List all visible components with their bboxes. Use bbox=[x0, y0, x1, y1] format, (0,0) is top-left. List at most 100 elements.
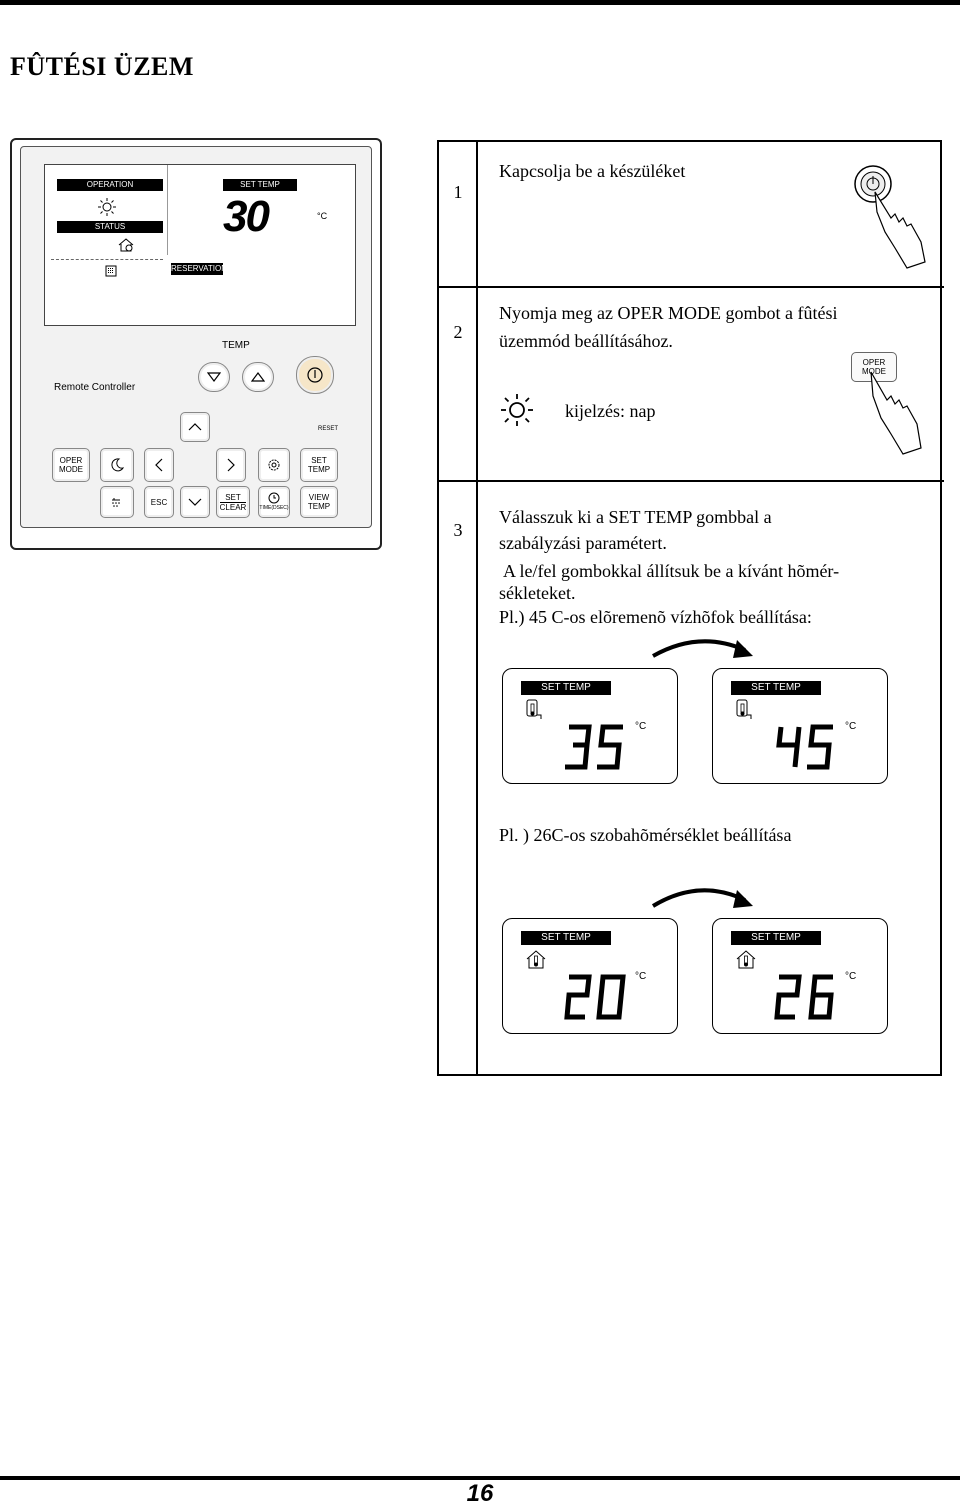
step-3-line4: sékleteket. bbox=[499, 583, 576, 603]
oper-mode-illus-line2: MODE bbox=[862, 367, 886, 376]
water-tank-thermometer-icon bbox=[736, 699, 752, 719]
esc-button[interactable]: ESC bbox=[144, 486, 174, 518]
power-icon bbox=[307, 367, 323, 383]
reset-label: RESET bbox=[318, 426, 339, 432]
hand-press-power-icon bbox=[854, 165, 926, 269]
triangle-down-icon bbox=[207, 372, 221, 382]
set-temp-label: SET TEMP bbox=[731, 931, 821, 945]
chevron-down-icon bbox=[188, 498, 202, 506]
oper-mode-line2: MODE bbox=[59, 465, 83, 474]
chevron-right-icon bbox=[227, 458, 235, 472]
power-button[interactable] bbox=[296, 356, 334, 394]
step-2-number: 2 bbox=[453, 322, 463, 342]
oper-mode-button[interactable]: OPER MODE bbox=[52, 448, 90, 482]
unit-label: °C bbox=[845, 721, 857, 732]
step-2-line2: üzemmód beállításához. bbox=[499, 331, 673, 351]
house-icon bbox=[118, 238, 134, 252]
lcd-vline bbox=[167, 165, 168, 255]
reservation-label: RESERVATION bbox=[171, 263, 228, 275]
set-temp-line2: TEMP bbox=[307, 465, 331, 474]
set-clear-button[interactable]: SET CLEAR bbox=[216, 486, 250, 518]
brand-label: Remote Controller bbox=[54, 382, 136, 393]
settings-button[interactable] bbox=[258, 448, 290, 482]
bottom-rule bbox=[0, 1476, 960, 1480]
seg-digits-20 bbox=[564, 974, 626, 1020]
set-clear-line2: CLEAR bbox=[219, 501, 247, 512]
top-rule bbox=[0, 0, 960, 5]
temp-up-button[interactable] bbox=[242, 362, 274, 392]
page-title: FÛTÉSI ÜZEM bbox=[10, 52, 194, 81]
row-divider-2 bbox=[439, 480, 944, 482]
chevron-left-icon bbox=[155, 458, 163, 472]
set-temp-button[interactable]: SET TEMP bbox=[300, 448, 338, 482]
curved-arrow-icon bbox=[651, 888, 753, 908]
step-2-display-note: kijelzés: nap bbox=[565, 401, 656, 421]
temp-label: TEMP bbox=[222, 340, 250, 351]
step-1-number: 1 bbox=[453, 182, 463, 202]
remote-lcd: OPERATION SET TEMP STATUS RESERVATION 30… bbox=[44, 164, 356, 326]
view-temp-line1: VIEW bbox=[308, 493, 330, 502]
shower-icon bbox=[112, 498, 120, 507]
seg-digits-45 bbox=[776, 724, 833, 770]
seg-digits-26 bbox=[774, 974, 834, 1020]
moon-icon bbox=[111, 458, 125, 472]
step-3-line2: szabályzási paramétert. bbox=[499, 533, 667, 553]
curved-arrow-icon bbox=[652, 639, 753, 658]
set-temp-line1: SET bbox=[311, 456, 327, 465]
table-vline bbox=[476, 142, 478, 1076]
unit-label: °C bbox=[635, 721, 647, 732]
house-thermometer-icon bbox=[526, 950, 546, 969]
step-3-line3: A le/fel gombokkal állítsuk be a kívánt … bbox=[503, 561, 840, 581]
step-3-number: 3 bbox=[453, 520, 463, 540]
clock-icon bbox=[268, 492, 280, 503]
hand-pointer-icon bbox=[870, 371, 922, 455]
seg-digits-35 bbox=[565, 724, 623, 770]
row-divider-1 bbox=[439, 286, 944, 288]
sleep-button[interactable] bbox=[100, 448, 134, 482]
down-button[interactable] bbox=[180, 486, 210, 518]
set-temp-label: SET TEMP bbox=[521, 681, 611, 695]
set-clear-line1: SET bbox=[225, 492, 241, 502]
set-temp-label: SET TEMP bbox=[731, 681, 821, 695]
operation-label: OPERATION bbox=[57, 179, 163, 191]
view-temp-button[interactable]: VIEW TEMP bbox=[300, 486, 338, 518]
right-button[interactable] bbox=[216, 448, 246, 482]
step-3-line5: Pl.) 45 C-os elõremenõ vízhõfok beállítá… bbox=[499, 607, 812, 627]
sun-icon bbox=[98, 198, 116, 216]
timer-button[interactable]: TIME(DSEC) bbox=[258, 486, 290, 518]
chevron-up-icon bbox=[188, 423, 202, 431]
left-button[interactable] bbox=[144, 448, 174, 482]
step-2-line1: Nyomja meg az OPER MODE gombot a fûtési bbox=[499, 303, 838, 323]
step-3-line1: Válasszuk ki a SET TEMP gombbal a bbox=[499, 507, 772, 527]
set-temp-label: SET TEMP bbox=[521, 931, 611, 945]
example-2-text: Pl. ) 26C-os szobahõmérséklet beállítása bbox=[499, 825, 792, 845]
lcd-panel-water-to: SET TEMP °C bbox=[712, 668, 888, 784]
temp-down-button[interactable] bbox=[198, 362, 230, 392]
water-tank-thermometer-icon bbox=[526, 699, 542, 719]
hot-water-button[interactable] bbox=[100, 486, 134, 518]
lcd-divider bbox=[51, 259, 163, 260]
set-temp-label: SET TEMP bbox=[223, 179, 297, 191]
page-number: 16 bbox=[466, 1480, 494, 1507]
steps-table: 1 Kapcsolja be a készüléket 2 Nyomja meg… bbox=[437, 140, 944, 1076]
lcd-panel-water-from: SET TEMP °C bbox=[502, 668, 678, 784]
calendar-icon bbox=[105, 265, 117, 277]
oper-mode-illus-line1: OPER bbox=[862, 358, 886, 367]
sun-icon bbox=[501, 394, 533, 426]
triangle-up-icon bbox=[251, 372, 265, 382]
view-temp-line2: TEMP bbox=[307, 502, 331, 511]
display-temp: 30 bbox=[223, 192, 270, 241]
step-1-text: Kapcsolja be a készüléket bbox=[499, 161, 686, 181]
oper-mode-line1: OPER bbox=[59, 456, 83, 465]
up-button[interactable] bbox=[180, 412, 210, 442]
unit-label: °C bbox=[845, 971, 857, 982]
lcd-panel-room-from: SET TEMP °C bbox=[502, 918, 678, 1034]
remote-controller-illustration: OPERATION SET TEMP STATUS RESERVATION 30… bbox=[10, 138, 382, 550]
lcd-panel-room-to: SET TEMP °C bbox=[712, 918, 888, 1034]
gear-icon bbox=[268, 459, 280, 471]
display-unit: °C bbox=[317, 211, 328, 221]
status-label: STATUS bbox=[57, 221, 163, 233]
unit-label: °C bbox=[635, 971, 647, 982]
timer-label: TIME(DSEC) bbox=[259, 504, 289, 511]
house-thermometer-icon bbox=[736, 950, 756, 969]
